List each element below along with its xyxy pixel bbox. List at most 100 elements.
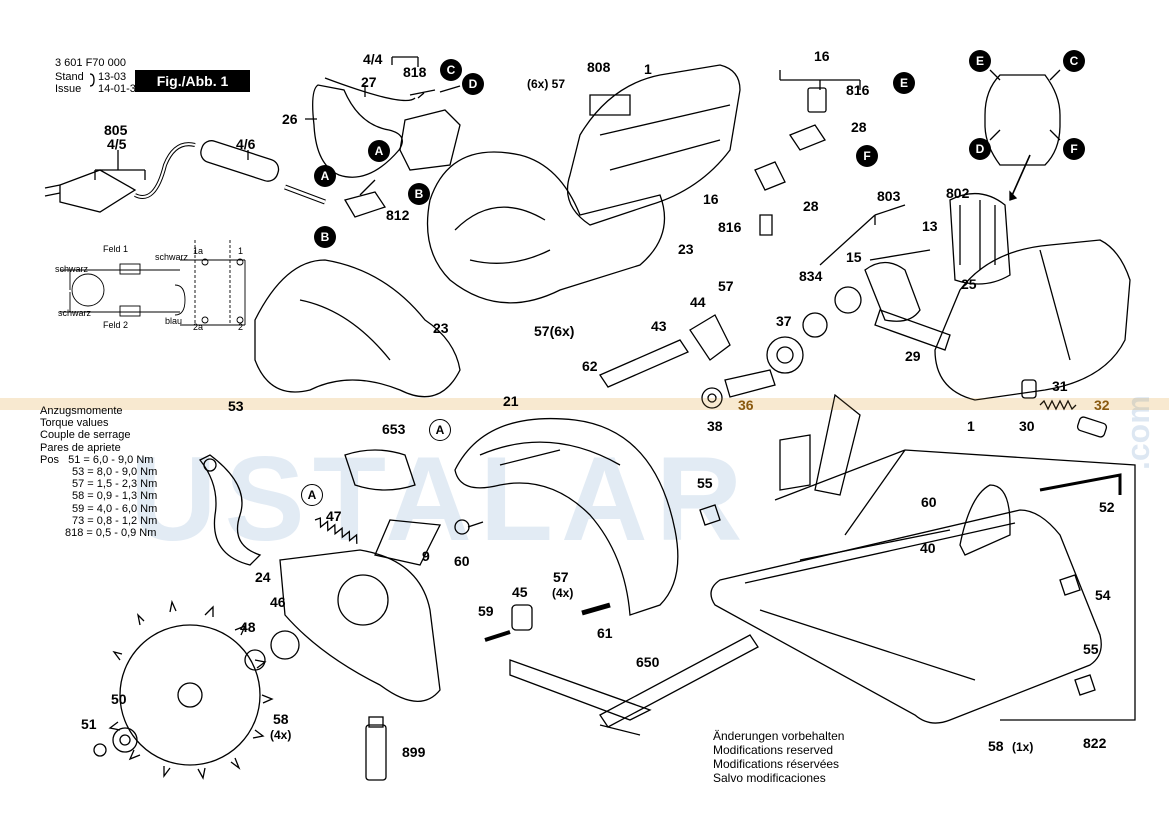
torque-row: 73 = 0,8 - 1,2 Nm [72, 514, 158, 527]
callout-16-top: 16 [814, 48, 830, 64]
callout-834: 834 [799, 268, 823, 284]
callout-9: 9 [422, 548, 430, 564]
callout-52: 52 [1099, 499, 1115, 515]
callout-43: 43 [651, 318, 667, 334]
callout-37: 37 [776, 313, 792, 329]
callout-803: 803 [877, 188, 901, 204]
marker-d-top: D [462, 73, 484, 95]
callout-816-top: 816 [846, 82, 870, 98]
callout-57-a: 57 [718, 278, 734, 294]
callout-4-5: 4/5 [107, 136, 127, 152]
callout-32: 32 [1094, 397, 1110, 413]
callout-36: 36 [738, 397, 754, 413]
callout-25: 25 [961, 276, 977, 292]
marker-a: A [368, 140, 390, 162]
part-number: 3 601 F70 000 [55, 57, 126, 69]
callout-1-top: 1 [644, 61, 652, 77]
torque-row: 818 = 0,5 - 0,9 Nm [65, 527, 157, 540]
wiring-schwarz-2: schwarz [155, 252, 189, 262]
callout-4-4: 4/4 [363, 51, 383, 67]
watermark: USTALAR [130, 432, 751, 566]
callout-48: 48 [240, 619, 256, 635]
note-line: Salvo modificaciones [713, 771, 826, 785]
wiring-schwarz-1: schwarz [55, 264, 89, 274]
callout-31: 31 [1052, 378, 1068, 394]
modifications-note: Änderungen vorbehalten Modifications res… [713, 729, 844, 785]
callout-26: 26 [282, 111, 298, 127]
note-line: Modifications reserved [713, 743, 834, 757]
callout-805: 805 [104, 122, 128, 138]
callout-57-c: 57 [553, 569, 569, 585]
wiring-feld2: Feld 2 [103, 320, 129, 330]
callout-45: 45 [512, 584, 528, 600]
marker-c-top: C [440, 59, 462, 81]
torque-row: Pos 51 = 6,0 - 9,0 Nm [40, 454, 157, 466]
callout-55-right: 55 [1083, 641, 1099, 657]
wiring-terminal-1a: 1a [193, 246, 204, 256]
torque-title-en: Torque values [40, 417, 109, 430]
issue-label: Issue [55, 83, 82, 95]
stand-label: Stand [55, 71, 84, 83]
callout-40: 40 [920, 540, 936, 556]
callout-812: 812 [386, 207, 410, 223]
marker-d-diagram: D [969, 138, 991, 160]
wiring-terminal-2a: 2a [193, 322, 204, 332]
marker-e: E [893, 72, 915, 94]
callout-54: 54 [1095, 587, 1111, 603]
wiring-blau: blau [165, 316, 183, 326]
issue-value: 14-01-30 [98, 83, 143, 95]
callout-818: 818 [403, 64, 427, 80]
callout-46: 46 [270, 594, 286, 610]
callout-60-left: 60 [454, 553, 470, 569]
callout-44: 44 [690, 294, 706, 310]
torque-table: Anzugsmomente Torque values Couple de se… [40, 405, 157, 539]
torque-title-es: Pares de apriete [40, 441, 121, 454]
callout-57-6x: 57(6x) [534, 323, 575, 339]
torque-row: 57 = 1,5 - 2,3 Nm [72, 478, 158, 491]
note-line: Modifications réservées [713, 757, 840, 771]
callout-59: 59 [478, 603, 494, 619]
watermark-band [0, 398, 1169, 410]
wiring-terminal-2: 2 [238, 322, 244, 332]
callout-816-mid: 816 [718, 219, 742, 235]
callout-4x-b: (4x) [270, 728, 292, 742]
callout-802: 802 [946, 185, 970, 201]
marker-a-guard: A [429, 419, 451, 441]
callout-650: 650 [636, 654, 660, 670]
callout-53: 53 [228, 398, 244, 414]
callout-808: 808 [587, 59, 611, 75]
marker-b-cord: B [314, 226, 336, 248]
callout-62: 62 [582, 358, 598, 374]
marker-c-diagram: C [1063, 50, 1085, 72]
callout-15: 15 [846, 249, 862, 265]
stand-value: 13-03 [98, 71, 127, 83]
callout-21: 21 [503, 393, 519, 409]
callout-58-b: 58 [988, 738, 1004, 754]
callout-23-upper: 23 [678, 241, 694, 257]
callout-29: 29 [905, 348, 921, 364]
callout-899: 899 [402, 744, 426, 760]
wiring-schwarz-3: schwarz [58, 308, 92, 318]
callout-1-right: 1 [967, 418, 975, 434]
callout-4-6: 4/6 [236, 136, 256, 152]
marker-f: F [856, 145, 878, 167]
marker-e-diagram: E [969, 50, 991, 72]
callout-24: 24 [255, 569, 271, 585]
marker-f-diagram: F [1063, 138, 1085, 160]
callout-4x-a: (4x) [552, 586, 574, 600]
callout-27: 27 [361, 74, 377, 90]
callout-58-a: 58 [273, 711, 289, 727]
note-line: Änderungen vorbehalten [713, 729, 845, 743]
callout-50: 50 [111, 691, 127, 707]
torque-row: 58 = 0,9 - 1,3 Nm [72, 490, 158, 503]
marker-b: B [408, 183, 430, 205]
callout-28-top: 28 [851, 119, 867, 135]
marker-a-cord: A [314, 165, 336, 187]
torque-row: 59 = 4,0 - 6,0 Nm [72, 502, 158, 515]
callout-38: 38 [707, 418, 723, 434]
marker-a-spring: A [301, 484, 323, 506]
callout-61: 61 [597, 625, 613, 641]
wiring-feld1: Feld 1 [103, 244, 129, 254]
